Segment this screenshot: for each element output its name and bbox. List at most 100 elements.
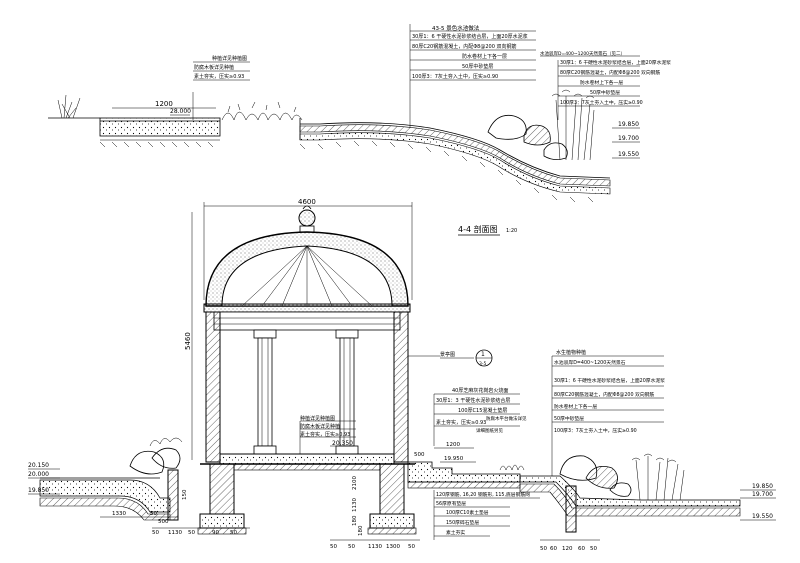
- svg-text:500: 500: [158, 519, 169, 525]
- stream-channel: [299, 118, 611, 203]
- reed-plant: [551, 89, 595, 161]
- svg-text:150厚碎石垫层: 150厚碎石垫层: [446, 519, 479, 526]
- svg-text:50厚中砂垫层: 50厚中砂垫层: [462, 63, 493, 70]
- stone-rock: [151, 447, 181, 469]
- svg-text:80厚C20钢筋混凝土，内配Φ8@200 双向钢筋: 80厚C20钢筋混凝土，内配Φ8@200 双向钢筋: [560, 69, 660, 76]
- dimension-label: 500: [414, 452, 425, 458]
- svg-text:3-5: 3-5: [479, 361, 486, 367]
- svg-text:80厚C20钢筋混凝土，内配Φ8@200 双向钢筋: 80厚C20钢筋混凝土，内配Φ8@200 双向钢筋: [412, 43, 516, 50]
- svg-text:防水卷材上下各一层: 防水卷材上下各一层: [462, 53, 507, 60]
- svg-text:种植详见种植图: 种植详见种植图: [300, 415, 335, 422]
- reed-plant: [631, 453, 685, 501]
- svg-text:180: 180: [358, 525, 364, 536]
- svg-text:100厚3：7灰土夯入土中，压实≥0.90: 100厚3：7灰土夯入土中，压实≥0.90: [412, 73, 498, 80]
- svg-text:水池驳岸D=400~1200天然景石（见二）: 水池驳岸D=400~1200天然景石（见二）: [540, 50, 625, 57]
- shrub-plant: [499, 464, 525, 471]
- stone-rock: [585, 465, 618, 489]
- svg-text:56厚原有垫层: 56厚原有垫层: [436, 500, 466, 507]
- note-floor: 种植详见种植图 防腐木板详见种植 素土夯实，压实≥0.93 20.350: [299, 415, 356, 454]
- note-foundation: 120厚钢筋, 16,20 钢筋形, 115,底层钢筋网 56厚原有垫层 100…: [433, 490, 540, 540]
- level-label: 20.150: [28, 462, 49, 469]
- dimension-label: 1200: [446, 442, 460, 448]
- svg-text:防腐木平台做法详见: 防腐木平台做法详见: [486, 415, 527, 422]
- note-mid: 43-5 景色水池做法 30厚1：6 干硬性水泥砂浆结合层，上面20厚水泥浆 8…: [409, 24, 536, 128]
- svg-text:19.550: 19.550: [618, 151, 639, 158]
- shrub-plant: [149, 437, 183, 447]
- level-label: 19.550: [752, 513, 773, 520]
- pavilion-column-left: [205, 311, 221, 463]
- svg-text:50: 50: [152, 530, 159, 536]
- svg-text:120: 120: [562, 546, 573, 552]
- level-label: 19.850: [752, 483, 773, 490]
- pavilion-dims: 50 50 1130 1300 50 2100 1130 180 180: [330, 476, 420, 550]
- svg-text:防腐木板详见种植: 防腐木板详见种植: [194, 64, 234, 71]
- bench-slab: [99, 117, 221, 137]
- svg-text:50: 50: [348, 544, 355, 550]
- cornice: [203, 303, 411, 313]
- detail-callout: 景亭图 1 3-5: [408, 349, 493, 367]
- level-label: 19.700: [752, 491, 773, 498]
- svg-text:19.700: 19.700: [618, 135, 639, 142]
- svg-text:素土夯实: 素土夯实: [446, 529, 465, 536]
- svg-text:150: 150: [182, 489, 188, 500]
- right-bank: 水生植物种植 水池驳岸D=400~1200天然景石 30厚1：6 干硬性水泥砂浆…: [519, 349, 776, 552]
- svg-text:防腐木板详见种植: 防腐木板详见种植: [300, 423, 340, 430]
- svg-text:30厚1：6 干硬性水泥砂浆结合层，上面20厚水泥浆: 30厚1：6 干硬性水泥砂浆结合层，上面20厚水泥浆: [554, 377, 665, 384]
- svg-text:50厚中砂垫层: 50厚中砂垫层: [590, 89, 620, 96]
- svg-text:30厚1：6 干硬性水泥砂浆结合层，上面20厚水泥浆: 30厚1：6 干硬性水泥砂浆结合层，上面20厚水泥浆: [412, 33, 528, 40]
- svg-text:80厚C20钢筋混凝土，内配Φ8@200 双向钢筋: 80厚C20钢筋混凝土，内配Φ8@200 双向钢筋: [554, 391, 654, 398]
- svg-text:40厚芝麻灰花岗岩火烧面: 40厚芝麻灰花岗岩火烧面: [452, 387, 508, 394]
- svg-text:43-5 景色水池做法: 43-5 景色水池做法: [432, 24, 480, 32]
- svg-text:30厚1：6 干硬性水泥砂浆结合层，上面20厚水泥浆: 30厚1：6 干硬性水泥砂浆结合层，上面20厚水泥浆: [560, 59, 671, 66]
- pavilion-column-right: [393, 311, 409, 463]
- note-right: 水池驳岸D=400~1200天然景石（见二） 30厚1：6 干硬性水泥砂浆结合层…: [540, 50, 671, 120]
- stone-rock: [559, 455, 598, 481]
- dimension-label: 1200: [155, 100, 173, 108]
- svg-text:100厚C10素土垫层: 100厚C10素土垫层: [446, 509, 489, 516]
- note-left: 种植详见种植图 防腐木板详见种植 素土夯实，压实≥0.93: [192, 55, 250, 120]
- svg-text:1130: 1130: [368, 544, 382, 550]
- svg-text:50: 50: [188, 530, 195, 536]
- pavilion-floor: [219, 453, 395, 465]
- svg-text:素土夯实，压实≥0.93: 素土夯实，压实≥0.93: [300, 431, 350, 438]
- svg-text:2100: 2100: [352, 476, 358, 490]
- svg-text:1300: 1300: [386, 544, 400, 550]
- svg-text:50厚中砂垫层: 50厚中砂垫层: [554, 415, 584, 422]
- footing-left: [209, 463, 235, 515]
- svg-text:60: 60: [550, 546, 557, 552]
- entablature: [213, 311, 401, 331]
- svg-text:种植详见种植图: 种植详见种植图: [212, 55, 247, 62]
- pavilion: 4600 5460: [184, 198, 493, 535]
- level-label: 20.350: [332, 440, 353, 447]
- width-dimension: 4600: [298, 198, 316, 206]
- grass-plant: [57, 94, 81, 119]
- svg-text:120厚钢筋, 16,20 钢筋形, 115,底层钢筋网: 120厚钢筋, 16,20 钢筋形, 115,底层钢筋网: [436, 491, 530, 498]
- svg-text:水池驳岸D=400~1200天然景石: 水池驳岸D=400~1200天然景石: [554, 359, 626, 366]
- svg-text:素土夯实，压实≥0.93: 素土夯实，压实≥0.93: [436, 419, 486, 426]
- svg-text:50: 50: [540, 546, 547, 552]
- level-label: 19.850: [28, 487, 49, 494]
- level-label: 20.000: [28, 471, 49, 478]
- svg-text:50: 50: [230, 530, 237, 536]
- svg-text:50: 50: [150, 511, 157, 517]
- svg-text:19.850: 19.850: [618, 121, 639, 128]
- stone-rock: [609, 482, 632, 497]
- section-scale: 1:20: [506, 228, 517, 234]
- level-label: 28.000: [170, 108, 191, 115]
- level-marks: 19.850 19.700 19.550: [612, 121, 640, 159]
- svg-text:100厚3：7灰土夯入土中，压实≥0.90: 100厚3：7灰土夯入土中，压实≥0.90: [554, 427, 637, 434]
- height-dimension: 5460: [184, 332, 192, 350]
- svg-text:详细图纸另见: 详细图纸另见: [476, 427, 503, 434]
- svg-text:1130: 1130: [168, 530, 182, 536]
- stone-rock: [487, 114, 568, 160]
- dome-finial: [298, 205, 316, 233]
- note-right-bank: 水生植物种植 水池驳岸D=400~1200天然景石 30厚1：6 干硬性水泥砂浆…: [551, 349, 665, 476]
- level-label: 19.950: [444, 456, 464, 462]
- svg-text:60: 60: [578, 546, 585, 552]
- svg-text:100厚3：7灰土夯入土中，压实≥0.90: 100厚3：7灰土夯入土中，压实≥0.90: [560, 99, 643, 106]
- pavilion-column: [253, 329, 277, 455]
- shrub-plant: [221, 101, 303, 121]
- svg-text:1: 1: [481, 351, 485, 358]
- footing-right: [379, 463, 405, 515]
